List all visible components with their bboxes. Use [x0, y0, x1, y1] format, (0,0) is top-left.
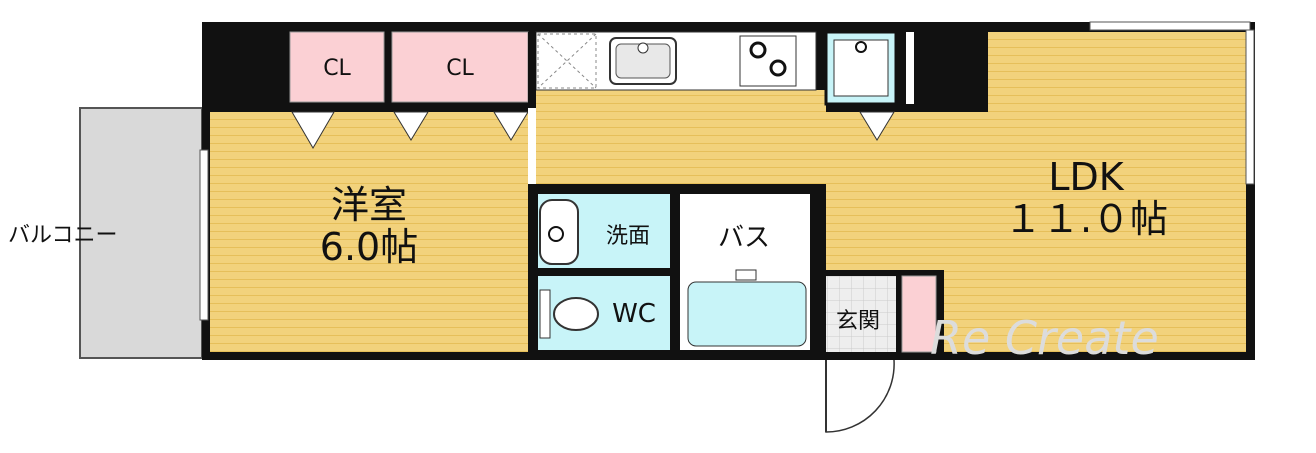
- gas-stove-icon: [739, 35, 797, 87]
- balcony-area: [79, 107, 203, 359]
- toilet-icon: [539, 289, 599, 339]
- balcony-label: バルコニー: [8, 223, 118, 248]
- closet-door-2: [393, 111, 429, 141]
- washing-machine-icon: [824, 30, 898, 106]
- entrance-floor: [826, 276, 896, 352]
- closet-door-3: [493, 111, 529, 141]
- bathtub-icon: [687, 281, 807, 347]
- watermark: Re Create: [930, 311, 1159, 365]
- closet-2: [391, 31, 529, 103]
- western-room-floor: [210, 112, 528, 352]
- shoe-cabinet: [901, 275, 937, 353]
- western-room-name: 洋室: [331, 183, 407, 227]
- shower-icon: [735, 269, 757, 281]
- closet-2-label: CL: [446, 56, 474, 81]
- ldk-name: LDK: [1048, 155, 1124, 199]
- window-ldk-top: [1089, 21, 1251, 31]
- entrance-door-icon: [825, 359, 895, 433]
- entrance-label: 玄関: [836, 309, 880, 334]
- wc-label: WC: [612, 299, 656, 329]
- ldk-size: １１.０帖: [1004, 197, 1168, 241]
- window-balcony: [199, 149, 209, 321]
- washroom-label: 洗面: [606, 224, 650, 249]
- western-room-size: 6.0帖: [320, 225, 418, 269]
- closet-1: [289, 31, 385, 103]
- ldk-floor: [536, 32, 1246, 352]
- basin-icon: [539, 199, 579, 265]
- closet-1-label: CL: [323, 56, 351, 81]
- window-ldk-side: [1245, 29, 1255, 185]
- bath-label: バス: [718, 223, 770, 253]
- ldk-door-triangle: [859, 111, 895, 141]
- closet-door-1: [291, 111, 335, 149]
